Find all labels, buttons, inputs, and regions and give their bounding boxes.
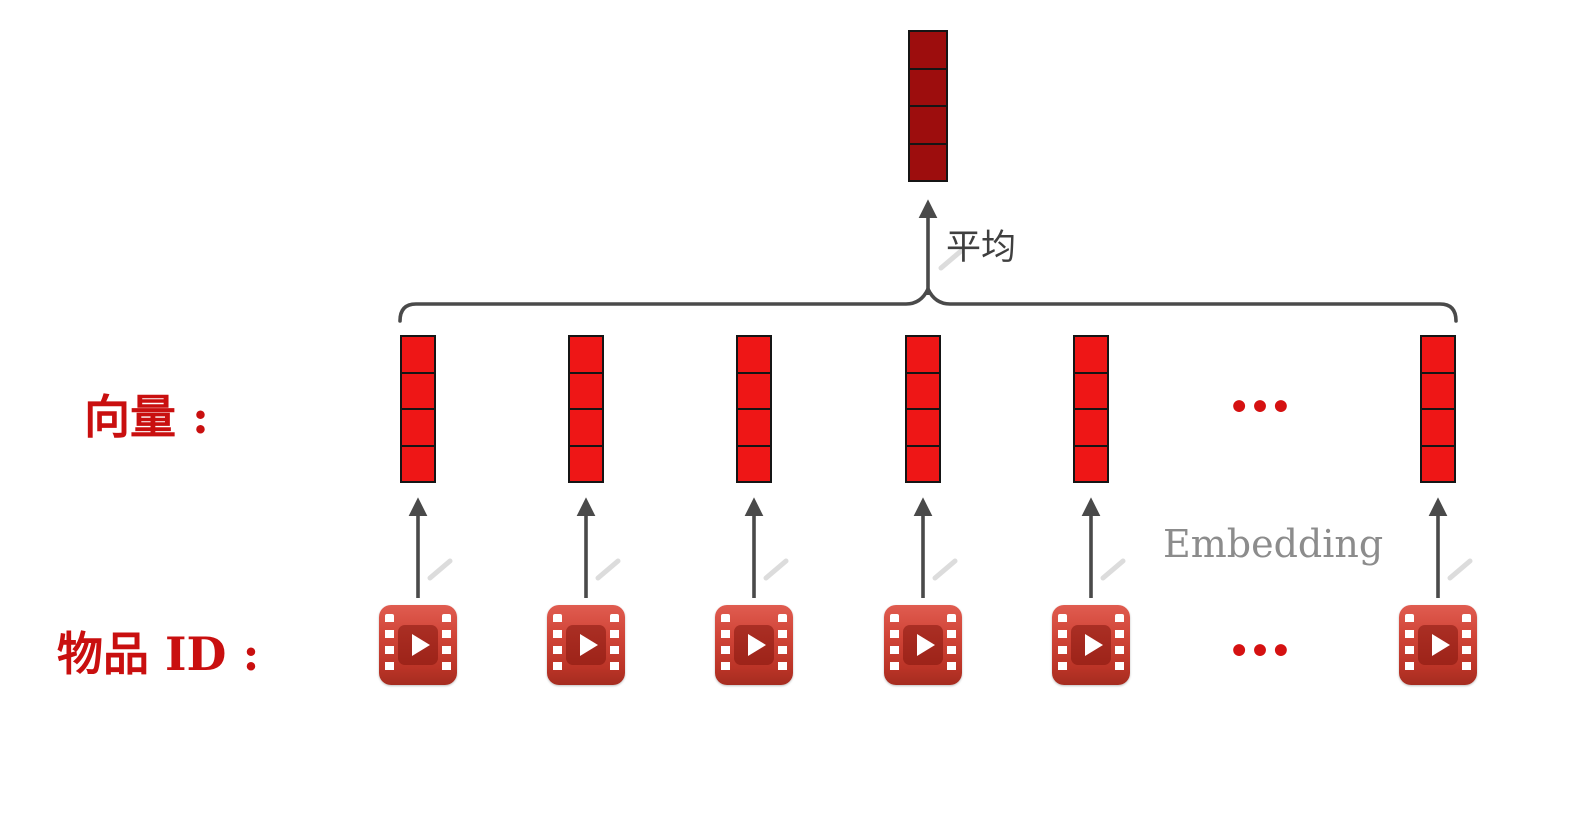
vector-cell	[1422, 410, 1454, 447]
vector-cell	[907, 337, 939, 374]
item-vector	[568, 335, 604, 483]
video-item-icon	[884, 605, 962, 685]
play-triangle-icon	[1084, 634, 1103, 656]
film-strip	[890, 614, 899, 676]
play-icon	[566, 625, 606, 665]
play-triangle-icon	[579, 634, 598, 656]
vector-cell	[738, 410, 770, 447]
vector-row-label: 向量 :	[84, 390, 209, 444]
film-strip	[610, 614, 619, 676]
arrow-shadow	[1447, 558, 1473, 581]
film-strip	[553, 614, 562, 676]
vector-cell	[910, 144, 946, 180]
arrow-shadow	[932, 558, 958, 581]
vector-cell	[907, 410, 939, 447]
vector-cell	[570, 446, 602, 481]
video-item-icon	[1052, 605, 1130, 685]
vector-cell	[402, 373, 434, 410]
film-strip	[778, 614, 787, 676]
play-triangle-icon	[747, 634, 766, 656]
play-icon	[1418, 625, 1458, 665]
vector-cell	[1422, 446, 1454, 481]
vector-cell	[910, 107, 946, 145]
vector-cell	[570, 337, 602, 374]
film-strip	[385, 614, 394, 676]
video-item-icon	[379, 605, 457, 685]
item-vector	[400, 335, 436, 483]
vector-cell	[1075, 337, 1107, 374]
film-strip	[947, 614, 956, 676]
vector-cell	[907, 446, 939, 481]
item-vector	[1420, 335, 1456, 483]
film-strip	[1115, 614, 1124, 676]
item-row-ellipsis: …	[1228, 596, 1298, 671]
arrow-shadow	[763, 558, 789, 581]
embedding-label: Embedding	[1163, 522, 1384, 566]
vector-cell	[910, 32, 946, 70]
film-strip	[1405, 614, 1414, 676]
arrow-shadow	[938, 248, 964, 271]
video-item-icon	[1399, 605, 1477, 685]
vector-cell	[738, 337, 770, 374]
vector-cell	[738, 446, 770, 481]
item-row-label: 物品 ID :	[57, 627, 260, 681]
arrow-shadow	[595, 558, 621, 581]
average-vector	[908, 30, 948, 182]
film-strip	[1462, 614, 1471, 676]
vector-cell	[402, 337, 434, 374]
item-vector	[905, 335, 941, 483]
vector-cell	[907, 373, 939, 410]
vector-cell	[402, 410, 434, 447]
vector-cell	[570, 410, 602, 447]
vector-cell	[402, 446, 434, 481]
film-strip	[1058, 614, 1067, 676]
play-triangle-icon	[1431, 634, 1450, 656]
play-triangle-icon	[411, 634, 430, 656]
video-item-icon	[547, 605, 625, 685]
arrow-shadow	[427, 558, 453, 581]
play-icon	[398, 625, 438, 665]
vector-cell	[1422, 337, 1454, 374]
arrow-shadow	[1100, 558, 1126, 581]
vector-cell	[1075, 446, 1107, 481]
film-strip	[721, 614, 730, 676]
film-strip	[442, 614, 451, 676]
vector-cell	[1075, 373, 1107, 410]
vector-cell	[910, 69, 946, 107]
item-vector	[1073, 335, 1109, 483]
video-item-icon	[715, 605, 793, 685]
vector-cell	[738, 373, 770, 410]
item-vector	[736, 335, 772, 483]
vector-cell	[570, 373, 602, 410]
vector-row-ellipsis: …	[1228, 352, 1298, 427]
play-icon	[1071, 625, 1111, 665]
play-icon	[734, 625, 774, 665]
play-icon	[903, 625, 943, 665]
average-label: 平均	[946, 228, 1017, 268]
vector-cell	[1075, 410, 1107, 447]
vector-cell	[1422, 373, 1454, 410]
play-triangle-icon	[916, 634, 935, 656]
